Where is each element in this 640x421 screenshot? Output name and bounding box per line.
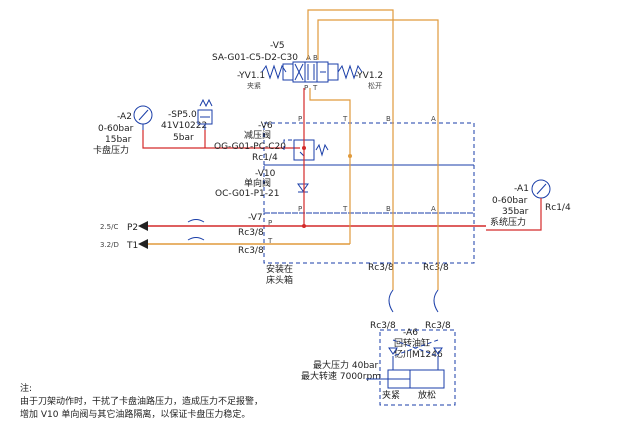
- t1-label: T1: [126, 241, 138, 251]
- a1-range: 0-60bar: [492, 196, 528, 206]
- a6-name: 回转油缸: [394, 337, 430, 349]
- v7-port-a: A: [431, 205, 436, 213]
- v5-model: SA-G01-C5-D2-C30: [212, 53, 298, 63]
- v10-tag: -V10: [255, 169, 276, 179]
- v5-solenoid-right: -YV1.2: [355, 71, 383, 81]
- valve-v6: -V6 减压阀 OG-G01-PC-C20 Rc1/4 P T B A: [214, 115, 436, 163]
- v10-enclosure: [263, 164, 475, 214]
- v7-install-line1: 安装在: [266, 263, 293, 275]
- v5-right-spring: [337, 64, 363, 80]
- notes-title: 注:: [20, 382, 32, 394]
- return-line-t1: 3.2/D T1: [100, 239, 350, 251]
- v10-name: 单向阀: [244, 177, 271, 189]
- a2-setting: 15bar: [105, 135, 132, 145]
- v7-rc-b: Rc3/8: [368, 263, 394, 273]
- gauge-a1: -A1 0-60bar 35bar 系统压力 Rc1/4: [486, 179, 571, 231]
- v7-install-line2: 床头箱: [266, 274, 293, 286]
- gauge-a2: -A2 0-60bar 15bar 卡盘压力: [93, 105, 153, 156]
- p2-label: P2: [127, 223, 138, 233]
- a6-max-speed: 最大转速 7000rpm: [301, 370, 381, 382]
- a6-max-pressure: 最大压力 40bar: [313, 359, 379, 371]
- v7-rc-a: Rc3/8: [423, 263, 449, 273]
- notes-line1: 由于刀架动作时，干扰了卡盘油路压力，造成压力不足报警，: [20, 395, 263, 407]
- a1-tag: -A1: [514, 184, 529, 194]
- notes-line2: 增加 V10 单向阀与其它油路隔离，以保证卡盘压力稳定。: [20, 408, 250, 420]
- v7-port-t: T: [267, 237, 273, 245]
- v5-left-solenoid-icon: [282, 63, 294, 81]
- a2-tag: -A2: [117, 112, 132, 122]
- a1-port: Rc1/4: [545, 203, 571, 213]
- v6-name: 减压阀: [244, 129, 271, 141]
- block-v7: -V7 P T T P B A Rc3/8 Rc3/8 Rc3/8 Rc3/8 …: [238, 205, 449, 286]
- v5-port-t: T: [312, 84, 318, 92]
- v5-right-solenoid-icon: [327, 63, 339, 81]
- a6-model: 亿川M1246: [394, 348, 443, 360]
- sp5-tag: -SP5.0: [168, 110, 197, 120]
- coupling-icon: [187, 219, 205, 223]
- check-valve-icon: [388, 347, 398, 355]
- hose-icon: [433, 289, 439, 313]
- a1-setting: 35bar: [502, 207, 529, 217]
- a6-release: 放松: [418, 389, 436, 401]
- v5-solenoid-left: -YV1.1: [237, 71, 265, 81]
- v7-port-t-top: T: [342, 205, 348, 213]
- sp5-setting: 5bar: [173, 133, 194, 143]
- notes: 注: 由于刀架动作时，干扰了卡盘油路压力，造成压力不足报警， 增加 V10 单向…: [20, 382, 263, 420]
- v5-port-p: P: [304, 84, 308, 92]
- a2-label: 卡盘压力: [93, 144, 129, 156]
- v6-tag: -V6: [258, 121, 273, 131]
- v6-model: OG-G01-PC-C20: [214, 142, 286, 152]
- a2-range: 0-60bar: [98, 124, 134, 134]
- v7-enclosure: [263, 212, 475, 264]
- cylinder-a6: Rc3/8 Rc3/8 -A6 回转油缸 亿川M1246 最大压力 40bar …: [301, 321, 456, 406]
- sp5-model: 41V10222: [161, 121, 207, 131]
- v7-tag: -V7: [248, 213, 263, 223]
- v6-port: Rc1/4: [252, 153, 278, 163]
- chuck-pressure-line: [142, 130, 300, 149]
- v7-port-b: B: [386, 205, 391, 213]
- cylinder-enclosure: [379, 329, 456, 406]
- check-valve-icon: [433, 347, 443, 355]
- v6-port-t: T: [342, 115, 348, 123]
- v5-port-b: B: [313, 54, 318, 62]
- v7-rc-p: Rc3/8: [238, 228, 264, 238]
- v5-left-spring: [261, 64, 287, 80]
- pressure-switch-sp5: -SP5.0 41V10222 5bar: [161, 98, 213, 143]
- check-valve-icon: [297, 183, 309, 192]
- v5-tag: -V5: [270, 41, 285, 51]
- arrow-left-icon: [138, 221, 148, 231]
- v7-port-p: P: [268, 219, 272, 227]
- v6-port-p: P: [298, 115, 302, 123]
- hose-icon: [388, 289, 394, 313]
- arrow-left-icon: [138, 239, 148, 249]
- valve-v10: -V10 单向阀 OC-G01-P1-21: [215, 169, 309, 199]
- v6-port-a: A: [431, 115, 436, 123]
- v6-port-b: B: [386, 115, 391, 123]
- t1-prefix: 3.2/D: [100, 241, 119, 249]
- v5-solenoid-right-sub: 松开: [368, 81, 382, 90]
- v7-port-p-top: P: [298, 205, 302, 213]
- coupling-icon: [187, 237, 205, 241]
- a1-label: 系统压力: [490, 216, 526, 228]
- a6-tag: -A6: [403, 328, 418, 338]
- v10-model: OC-G01-P1-21: [215, 189, 279, 199]
- a6-clamp: 夹紧: [382, 389, 400, 401]
- valve-v5: -V5 SA-G01-C5-D2-C30 -YV1.1 夹紧 -YV1.2 松开…: [212, 41, 383, 92]
- v7-rc-t: Rc3/8: [238, 246, 264, 256]
- p2-prefix: 2.5/C: [100, 223, 118, 231]
- v5-solenoid-left-sub: 夹紧: [247, 81, 261, 90]
- a6-rc-left: Rc3/8: [370, 321, 396, 331]
- a6-rc-right: Rc3/8: [425, 321, 451, 331]
- v6-enclosure: [263, 122, 475, 166]
- supply-line-p2: 2.5/C P2: [100, 221, 486, 233]
